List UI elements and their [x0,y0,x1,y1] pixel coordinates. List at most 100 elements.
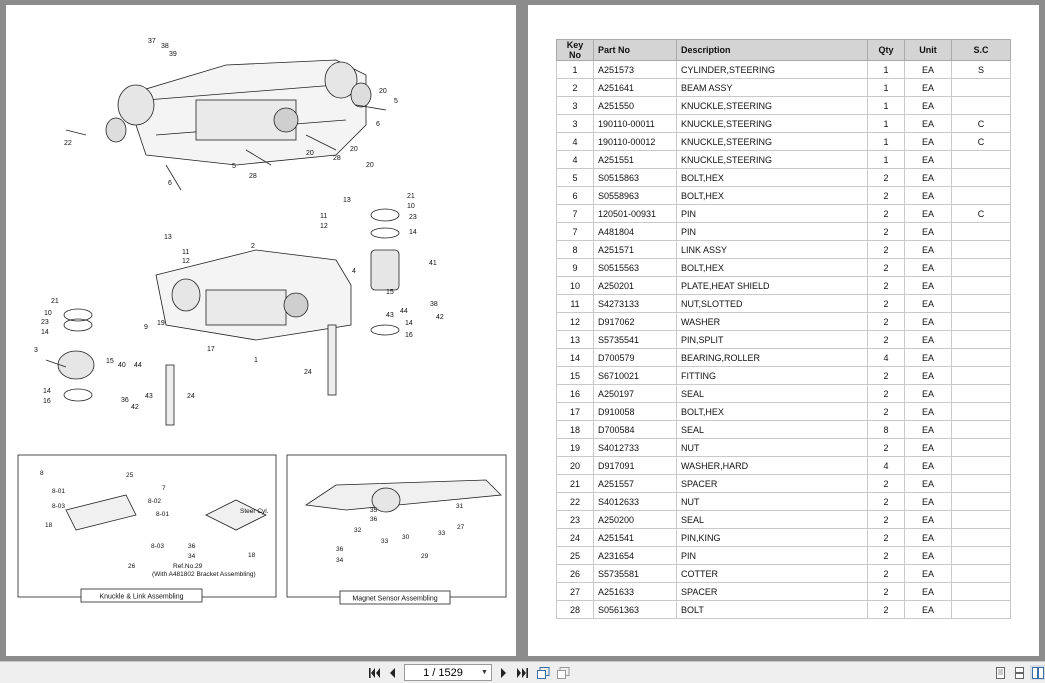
col-description: Description [676,39,868,61]
svg-text:21: 21 [51,298,59,305]
part-no-cell: A251571 [593,240,677,259]
svg-text:9: 9 [144,324,148,331]
svg-text:25: 25 [126,472,134,479]
key-no-cell: 3 [556,96,594,115]
sc-cell [951,474,1011,493]
unit-cell: EA [904,402,952,421]
last-page-icon[interactable] [515,665,529,680]
continuous-view-icon[interactable] [1012,665,1026,680]
qty-cell: 2 [867,528,905,547]
key-no-cell: 5 [556,168,594,187]
description-cell: SEAL [676,510,868,529]
key-no-cell: 12 [556,312,594,331]
svg-text:26: 26 [128,563,136,570]
description-cell: PIN,SPLIT [676,330,868,349]
key-no-cell: 27 [556,582,594,601]
parts-table: Key No Part No Description Qty Unit S.C … [556,39,1011,619]
sc-cell [951,420,1011,439]
svg-text:23: 23 [41,319,49,326]
qty-cell: 2 [867,402,905,421]
part-no-cell: D700579 [593,348,677,367]
part-no-cell: S5735541 [593,330,677,349]
svg-text:12: 12 [182,258,190,265]
fit-page-icon[interactable] [535,665,551,680]
svg-text:8-01: 8-01 [52,488,65,495]
key-no-cell: 10 [556,276,594,295]
svg-text:35: 35 [370,507,378,514]
single-page-view-icon[interactable] [993,665,1007,680]
svg-text:40: 40 [118,362,126,369]
qty-cell: 2 [867,582,905,601]
part-no-cell: S0558963 [593,186,677,205]
svg-text:24: 24 [304,369,312,376]
part-no-cell: A251573 [593,60,677,79]
page-number-field[interactable]: 1 / 1529 ▼ [404,664,492,681]
unit-cell: EA [904,312,952,331]
sc-cell [951,438,1011,457]
part-no-cell: D917062 [593,312,677,331]
svg-text:34: 34 [336,557,344,564]
unit-cell: EA [904,258,952,277]
description-cell: PIN [676,546,868,565]
svg-text:5: 5 [394,98,398,105]
sc-cell [951,456,1011,475]
knuckle-link-caption: Knuckle & Link Assembling [99,594,183,601]
svg-text:28: 28 [333,155,341,162]
two-page-view-icon[interactable] [1030,665,1045,680]
viewer-toolbar: 1 / 1529 ▼ [0,661,1045,683]
part-no-cell: S4012733 [593,438,677,457]
fit-width-icon[interactable] [555,665,571,680]
key-no-cell: 14 [556,348,594,367]
qty-cell: 1 [867,132,905,151]
sc-cell: S [951,60,1011,79]
col-qty: Qty [867,39,905,61]
svg-text:20: 20 [366,162,374,169]
key-no-cell: 13 [556,330,594,349]
key-no-cell: 11 [556,294,594,313]
unit-cell: EA [904,114,952,133]
next-page-icon[interactable] [497,665,509,680]
chevron-down-icon: ▼ [481,669,488,676]
qty-cell: 2 [867,384,905,403]
sc-cell: C [951,204,1011,223]
key-no-cell: 17 [556,402,594,421]
part-no-cell: S0515563 [593,258,677,277]
unit-cell: EA [904,600,952,619]
svg-text:30: 30 [402,534,410,541]
key-no-cell: 20 [556,456,594,475]
prev-page-icon[interactable] [386,665,398,680]
key-no-cell: 9 [556,258,594,277]
svg-text:42: 42 [131,404,139,411]
svg-text:4: 4 [352,268,356,275]
unit-cell: EA [904,384,952,403]
svg-text:18: 18 [248,552,256,559]
description-cell: BOLT,HEX [676,168,868,187]
svg-text:33: 33 [438,530,446,537]
part-no-cell: S4273133 [593,294,677,313]
unit-cell: EA [904,420,952,439]
svg-text:10: 10 [44,310,52,317]
part-no-cell: S4012633 [593,492,677,511]
description-cell: BEARING,ROLLER [676,348,868,367]
sc-cell [951,222,1011,241]
unit-cell: EA [904,366,952,385]
description-cell: PIN [676,204,868,223]
svg-text:36: 36 [336,546,344,553]
svg-text:36: 36 [121,397,129,404]
sc-cell [951,402,1011,421]
svg-text:24: 24 [187,393,195,400]
svg-text:43: 43 [145,393,153,400]
part-no-cell: 120501-00931 [593,204,677,223]
qty-cell: 2 [867,492,905,511]
first-page-icon[interactable] [367,665,381,680]
description-cell: PIN [676,222,868,241]
part-no-cell: A251641 [593,78,677,97]
svg-text:44: 44 [400,308,408,315]
qty-cell: 2 [867,294,905,313]
col-key-no: Key No [556,39,594,61]
